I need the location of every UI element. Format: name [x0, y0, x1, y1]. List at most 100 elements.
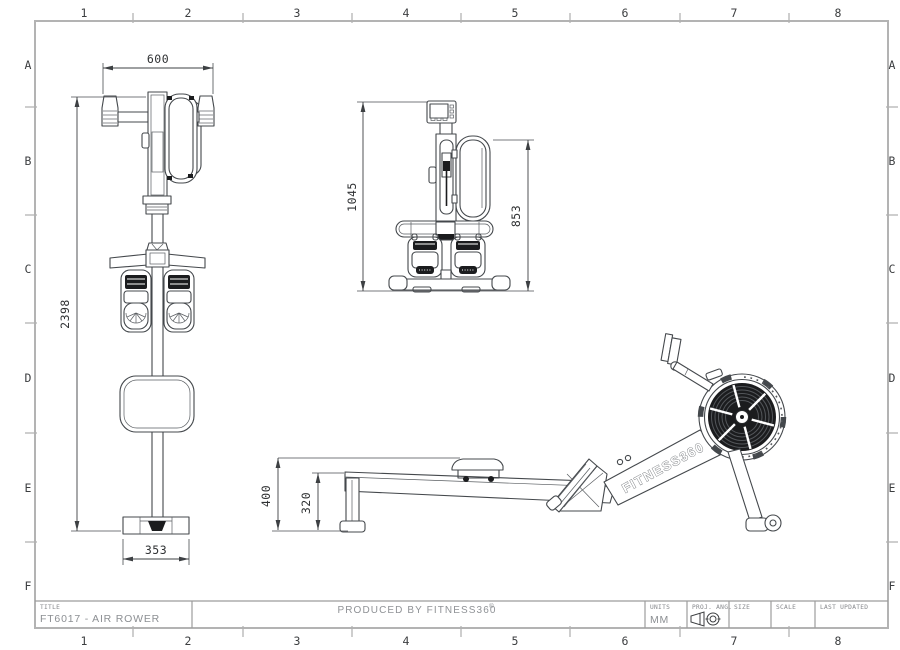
mast-panel [151, 131, 164, 173]
title-block: TITLE FT6017 - AIR ROWER PRODUCED BY FIT… [35, 600, 888, 628]
dim-label-600: 600 [147, 52, 169, 66]
col-label: 5 [512, 634, 519, 648]
side-view-machine: FITNESS360 [339, 333, 787, 533]
top-view-machine [101, 91, 215, 535]
col-label: 7 [731, 6, 738, 20]
handlebar-center [145, 249, 170, 268]
seat-top-view [119, 375, 195, 433]
cage-clip [167, 176, 172, 180]
title-block-lines [35, 600, 888, 628]
handlebar-right-grip [166, 253, 206, 269]
dim-rail-top-height: 320 [299, 472, 344, 530]
seat-top-view-inner [123, 379, 191, 429]
handle-hook-detail [151, 243, 164, 251]
pedal-right [163, 269, 195, 333]
rail-foot [339, 520, 366, 533]
base-foot-right [491, 275, 511, 291]
fan-spokes [709, 384, 775, 450]
front-axle-left [117, 111, 149, 123]
row-label: D [25, 371, 32, 385]
row-label: A [889, 58, 896, 72]
flywheel-front-inner [459, 139, 487, 218]
fan-rings [711, 386, 773, 448]
col-label: 4 [403, 634, 410, 648]
front-leg-base [145, 203, 169, 215]
mast-tab-front [428, 166, 437, 184]
fan-cage-outer [164, 93, 198, 184]
col-label: 7 [731, 634, 738, 648]
size-label: SIZE [734, 604, 750, 611]
row-ticks [25, 106, 898, 543]
dim-label-353: 353 [145, 543, 167, 557]
front-view: 1045 853 [345, 100, 534, 293]
base-foot-left [388, 275, 408, 291]
row-label: F [25, 579, 32, 593]
col-label: 6 [622, 6, 629, 20]
side-view: FITNESS360 [259, 333, 787, 533]
cage-clip [189, 96, 194, 100]
title-label: TITLE [40, 604, 60, 611]
base-pad [412, 286, 432, 293]
front-foot-right-vents [199, 110, 213, 124]
row-label: F [889, 579, 896, 593]
housing-clip [451, 149, 458, 159]
footplate-side [546, 458, 608, 513]
front-view-machine [388, 100, 511, 293]
third-angle-projection-icon [690, 611, 721, 627]
row-label: C [25, 262, 32, 276]
row-label: E [889, 481, 896, 495]
seat-side [451, 458, 504, 482]
dim-flywheel-height: 853 [493, 139, 534, 291]
monitor-side [660, 333, 714, 392]
monitor-arm-front [439, 122, 453, 135]
row-label: B [889, 154, 896, 168]
mast-front-panel [439, 139, 454, 215]
front-leg-vents [147, 206, 167, 211]
dim-label-400: 400 [259, 485, 273, 507]
sheet-frame: 1 2 3 4 5 6 7 8 1 2 3 4 5 6 7 8 A B C D … [25, 6, 898, 648]
col-label: 4 [403, 6, 410, 20]
row-label: E [25, 481, 32, 495]
last-updated-label: LAST UPDATED [820, 604, 868, 611]
front-leg-flange [142, 195, 172, 205]
row-label: A [25, 58, 32, 72]
top-view: 600 2398 353 [58, 52, 215, 565]
rear-foot-clamp [148, 521, 166, 531]
pedal-front-right [450, 233, 486, 278]
rail-leg [345, 477, 360, 525]
mast-side-tab [141, 132, 150, 149]
row-label: B [25, 154, 32, 168]
col-label: 2 [185, 634, 192, 648]
col-label: 1 [81, 634, 88, 648]
front-foot-left-vents [103, 110, 117, 124]
produced-by-text: PRODUCED BY FITNESS360 [337, 605, 496, 616]
handlebar-mount [435, 221, 456, 236]
monitor-arm-side [672, 361, 714, 392]
dim-label-1045: 1045 [345, 182, 359, 212]
base-pad [461, 286, 481, 293]
col-label: 2 [185, 6, 192, 20]
column-ticks [132, 13, 790, 637]
grid-labels: 1 2 3 4 5 6 7 8 1 2 3 4 5 6 7 8 A B C D … [25, 6, 896, 648]
col-label: 3 [294, 6, 301, 20]
col-label: 6 [622, 634, 629, 648]
col-label: 5 [512, 6, 519, 20]
chain-guide [443, 161, 450, 171]
proj-ang-label: PROJ. ANG. [692, 604, 732, 611]
registered-mark: ® [489, 602, 494, 610]
units-label: UNITS [650, 604, 670, 611]
dim-label-853: 853 [509, 205, 523, 227]
housing-tabs [697, 372, 787, 462]
handlebar-clamp [438, 234, 454, 240]
damper-lever [705, 368, 723, 381]
title-value: FT6017 - AIR ROWER [40, 613, 160, 625]
monitor-buttons [430, 104, 454, 121]
dim-rear-foot-width: 353 [122, 539, 190, 565]
footplate-hatch [555, 463, 594, 508]
col-label: 8 [835, 634, 842, 648]
front-leg-side [727, 448, 782, 532]
fan-axle [740, 415, 744, 419]
caster-hub [769, 519, 777, 527]
